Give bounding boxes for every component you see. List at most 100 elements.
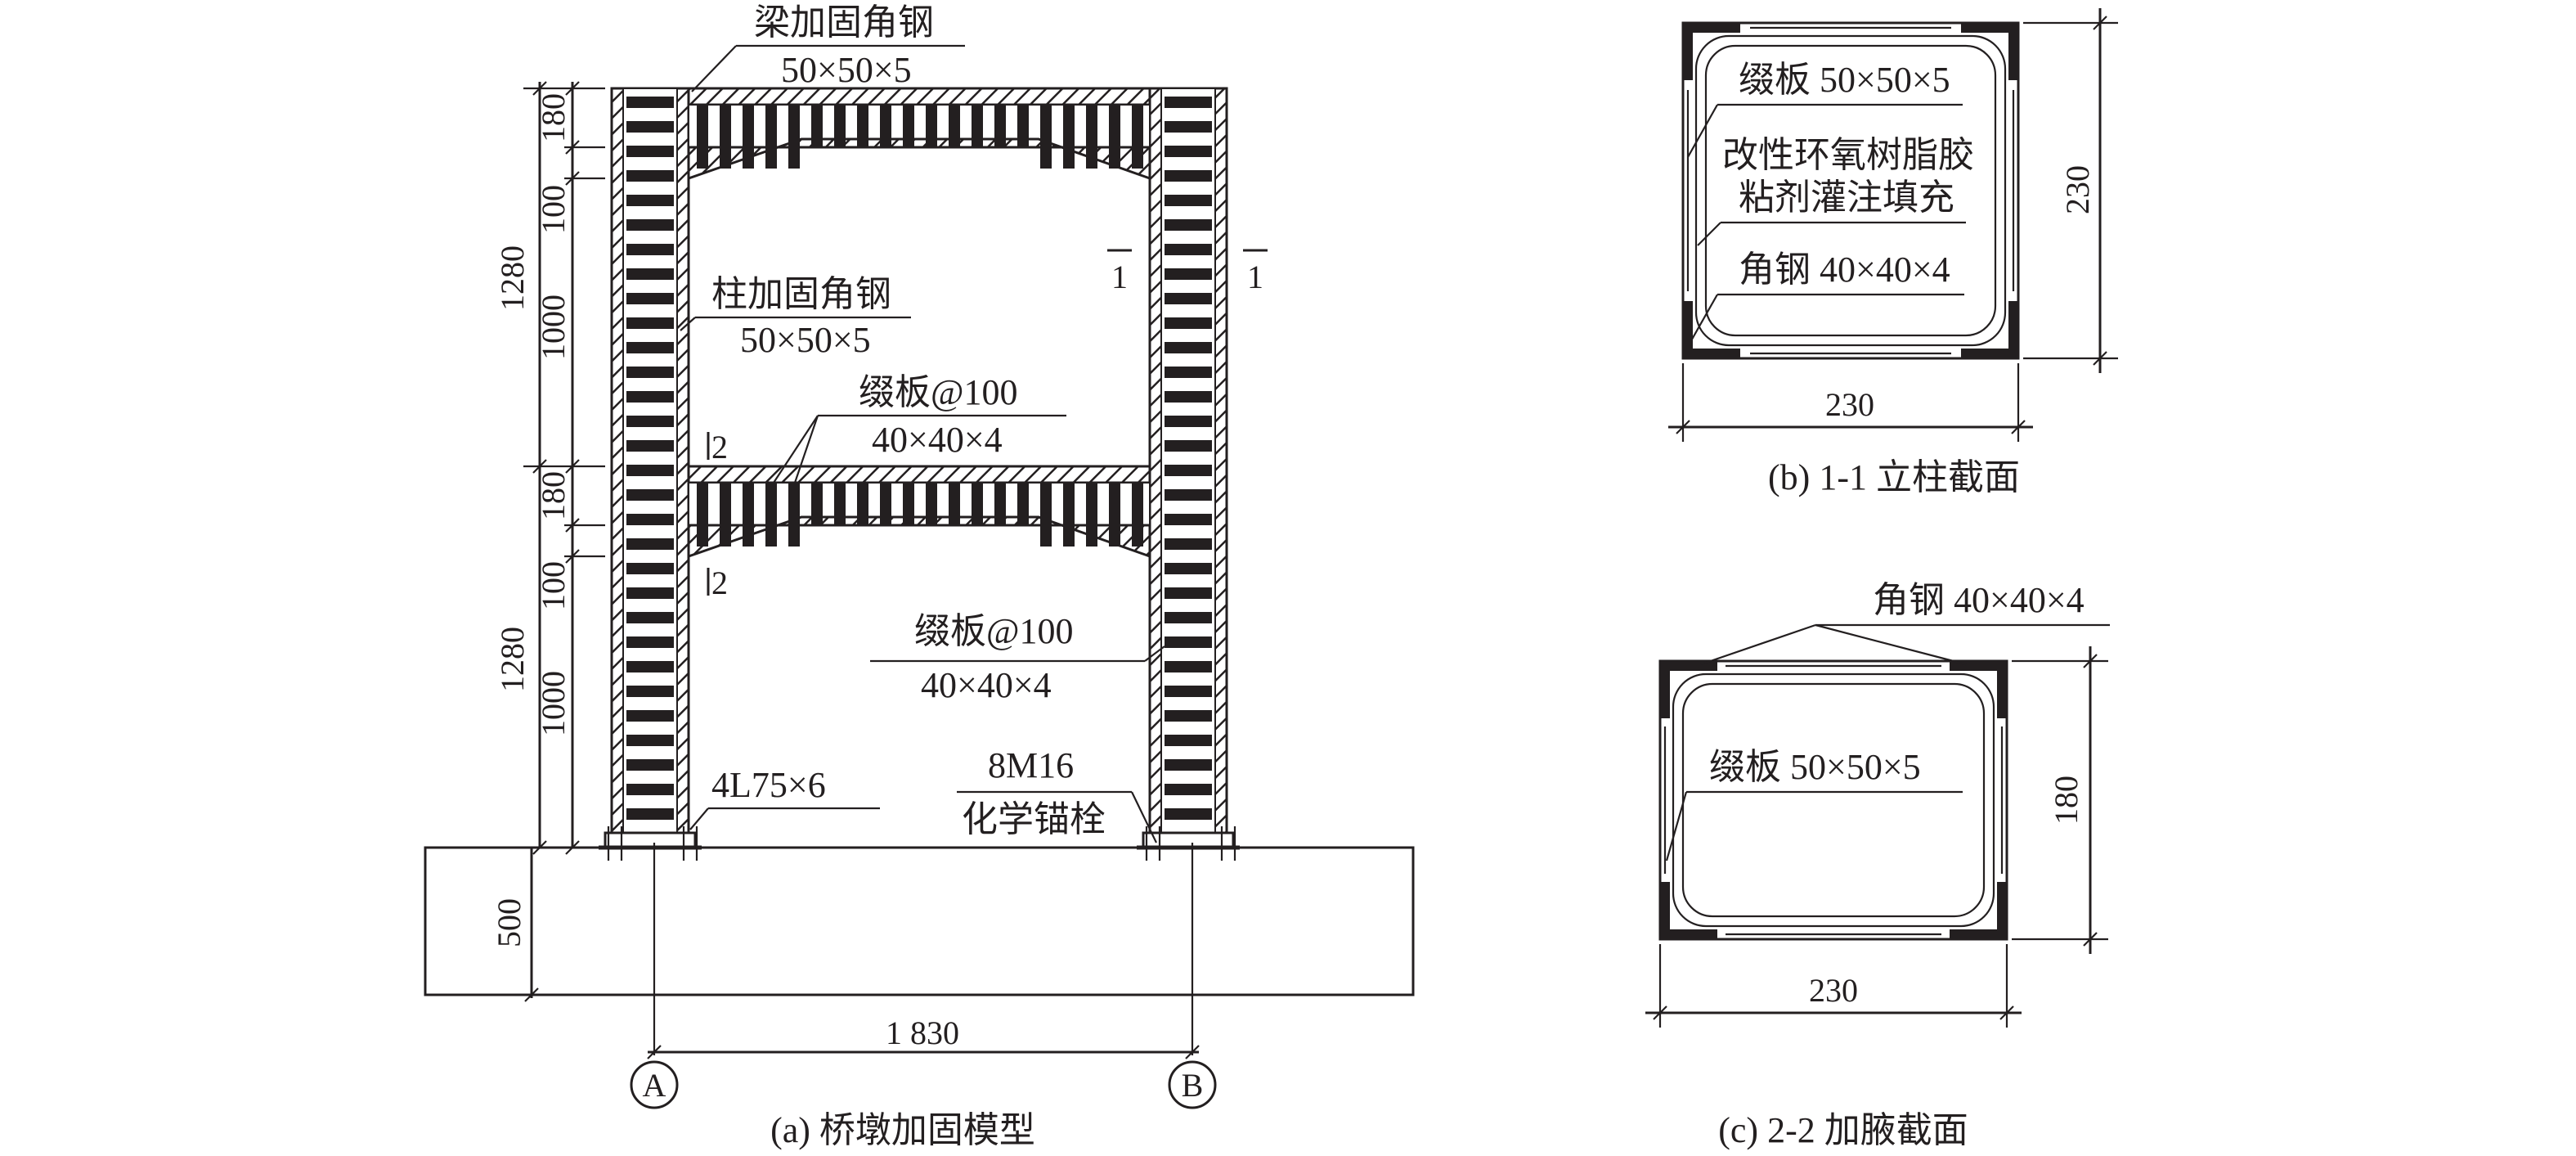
beam-batten bbox=[994, 105, 1006, 147]
column-batten bbox=[1165, 784, 1212, 795]
beam-batten bbox=[857, 483, 868, 525]
beam-batten bbox=[697, 483, 708, 547]
lower-beam bbox=[687, 465, 1151, 559]
angle-corner-tr bbox=[1961, 23, 2018, 80]
anchor-desc: 化学锚栓 bbox=[962, 799, 1106, 839]
column-batten bbox=[1165, 97, 1212, 108]
column-batten bbox=[1165, 391, 1212, 403]
beam-batten bbox=[788, 483, 800, 547]
view-b-column-section: 缀板 50×50×5 改性环氧树脂胶 粘剂灌注填充 角钢 40×40×4 230… bbox=[1668, 8, 2118, 497]
beam-batten bbox=[1132, 483, 1143, 547]
footing bbox=[424, 846, 1415, 996]
beam-batten bbox=[1086, 483, 1097, 547]
b-angle-label: 角钢 40×40×4 bbox=[1739, 250, 1950, 290]
section-1-right: 1 bbox=[1247, 259, 1263, 295]
column-batten bbox=[1165, 514, 1212, 525]
column-batten bbox=[626, 367, 674, 378]
axis-a-bubble bbox=[630, 1060, 679, 1109]
beam-batten bbox=[949, 105, 960, 147]
anchor-label: 8M16 bbox=[988, 745, 1074, 785]
column-section-outline bbox=[1681, 21, 2020, 360]
column-batten bbox=[1165, 440, 1212, 452]
beam-batten bbox=[1040, 483, 1052, 547]
column-batten bbox=[626, 784, 674, 795]
column-batten bbox=[1165, 587, 1212, 599]
b-dim-height: 230 bbox=[2059, 165, 2096, 214]
b-epoxy-line1: 改性环氧树脂胶 bbox=[1722, 135, 1974, 175]
column-batten bbox=[1165, 489, 1212, 501]
column-batten bbox=[626, 195, 674, 206]
column-batten bbox=[1165, 121, 1212, 133]
section-2-bottom: 2 bbox=[711, 565, 728, 601]
column-batten bbox=[1165, 661, 1212, 672]
column-batten bbox=[1165, 759, 1212, 771]
beam-batten bbox=[834, 105, 846, 147]
column-batten bbox=[626, 489, 674, 501]
dim-upper-1280: 1280 bbox=[494, 245, 531, 311]
c-angle-corner-tl bbox=[1660, 661, 1717, 718]
column-batten bbox=[626, 146, 674, 157]
dim-lower-1000: 1000 bbox=[535, 671, 572, 736]
column-batten bbox=[626, 342, 674, 353]
batten-right-label: 缀板@100 bbox=[914, 611, 1074, 651]
column-batten bbox=[626, 636, 674, 648]
column-batten bbox=[1165, 195, 1212, 206]
column-angle-size: 50×50×5 bbox=[740, 320, 871, 360]
column-batten bbox=[1165, 636, 1212, 648]
beam-batten bbox=[697, 105, 708, 169]
beam-angle-label: 梁加固角钢 bbox=[754, 2, 934, 43]
column-batten bbox=[626, 612, 674, 623]
beam-batten bbox=[788, 105, 800, 169]
dim-lower-100: 100 bbox=[535, 561, 572, 610]
dim-lower-1280: 1280 bbox=[494, 627, 531, 692]
column-batten bbox=[626, 686, 674, 697]
c-angle-corner-bl bbox=[1660, 882, 1717, 939]
column-batten bbox=[1165, 293, 1212, 304]
dim-upper-100: 100 bbox=[535, 185, 572, 234]
column-batten bbox=[1165, 342, 1212, 353]
c-dim-width: 230 bbox=[1809, 972, 1858, 1009]
c-angle-label: 角钢 40×40×4 bbox=[1873, 580, 2085, 620]
b-batten-label: 缀板 50×50×5 bbox=[1739, 60, 1950, 100]
dim-upper-180: 180 bbox=[535, 93, 572, 142]
base-plates bbox=[599, 826, 1240, 861]
beam-batten bbox=[720, 483, 731, 547]
beam-batten bbox=[994, 483, 1006, 525]
column-batten bbox=[626, 465, 674, 476]
column-batten bbox=[626, 170, 674, 182]
beam-batten bbox=[926, 483, 937, 525]
column-batten bbox=[626, 514, 674, 525]
column-batten bbox=[626, 440, 674, 452]
column-batten bbox=[626, 416, 674, 427]
beam-batten bbox=[1063, 105, 1075, 169]
beam-batten bbox=[1063, 483, 1075, 547]
beam-batten bbox=[880, 105, 891, 147]
column-batten bbox=[1165, 317, 1212, 329]
haunch-section-outline bbox=[1658, 659, 2008, 941]
beam-batten bbox=[811, 105, 823, 147]
column-batten bbox=[626, 710, 674, 722]
axis-b-label: B bbox=[1182, 1067, 1204, 1104]
caption-a: (a) 桥墩加固模型 bbox=[770, 1110, 1035, 1150]
angle-corner-bl bbox=[1683, 301, 1740, 358]
column-batten bbox=[1165, 146, 1212, 157]
angle-corner-tl bbox=[1683, 23, 1740, 80]
c-angle-corner-tr bbox=[1950, 661, 2007, 718]
column-batten bbox=[626, 391, 674, 403]
column-batten bbox=[1165, 686, 1212, 697]
column-batten bbox=[1165, 416, 1212, 427]
caption-c: (c) 2-2 加腋截面 bbox=[1718, 1110, 1968, 1150]
upper-beam bbox=[687, 87, 1151, 181]
section-2-top: 2 bbox=[711, 429, 728, 466]
c-angle-corner-br bbox=[1950, 882, 2007, 939]
column-batten bbox=[1165, 268, 1212, 280]
batten-left-label: 缀板@100 bbox=[859, 372, 1018, 412]
beam-batten bbox=[743, 483, 754, 547]
column-batten bbox=[626, 735, 674, 746]
beam-batten bbox=[1109, 483, 1120, 547]
beam-batten bbox=[1017, 105, 1029, 147]
column-batten bbox=[1165, 538, 1212, 550]
column-batten bbox=[1165, 735, 1212, 746]
column-batten bbox=[626, 244, 674, 255]
beam-batten bbox=[1040, 105, 1052, 169]
